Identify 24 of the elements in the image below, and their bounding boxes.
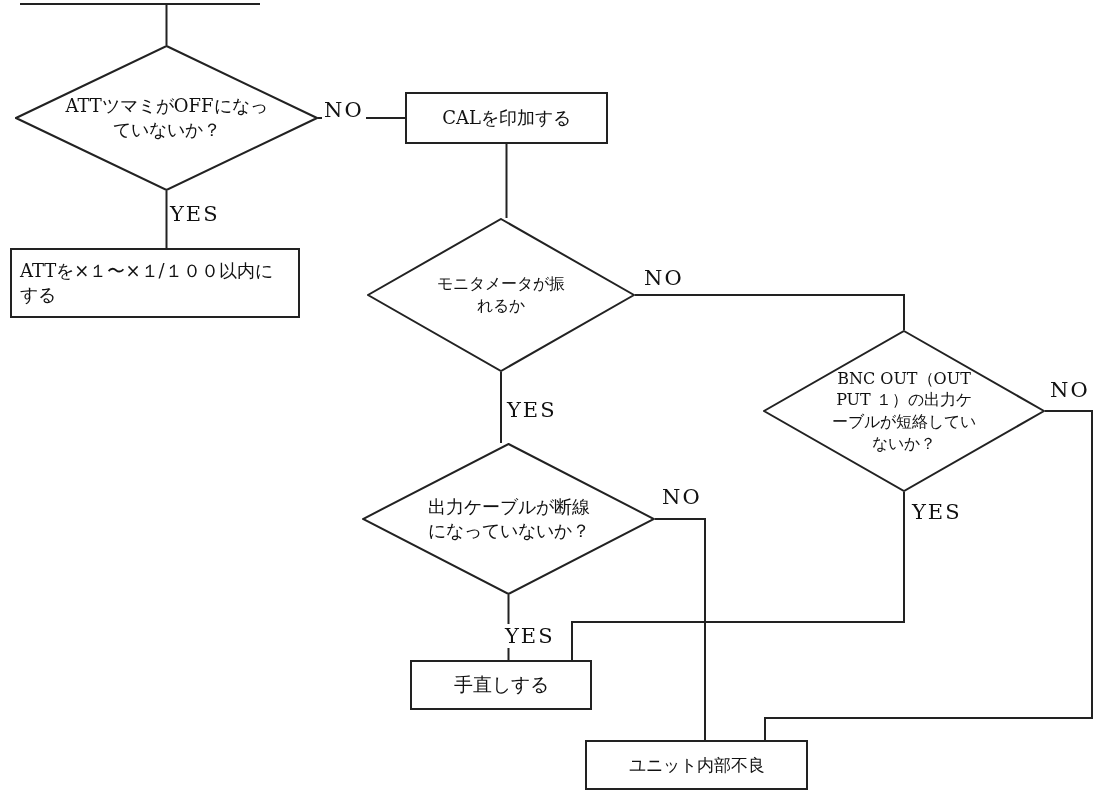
process-box: [405, 92, 608, 144]
connector-line: [654, 518, 706, 741]
question-text: BNC OUT（OUT PUT １）の出力ケーブルが短絡していないか？: [831, 367, 977, 455]
question-text: モニタメータが振れるか: [436, 273, 566, 317]
step-text: CALを印加する: [441, 105, 572, 130]
process-box: [410, 660, 592, 710]
connector-line: [764, 410, 1093, 741]
step-text: 手直しする: [452, 672, 550, 698]
decision-diamond: [367, 218, 635, 372]
connector-line: [165, 190, 168, 249]
decision-diamond: [362, 443, 655, 595]
decision-diamond: [15, 45, 318, 191]
step-text: ユニット内部不良: [627, 753, 766, 777]
question-text: 出力ケーブルが断線になっていないか？: [426, 494, 591, 543]
connector-line: [571, 491, 905, 661]
process-box: [585, 740, 808, 790]
question-text: ATTツマミがOFFになっていないか？: [64, 93, 269, 142]
connector-line: [634, 294, 905, 331]
connector-line: [505, 143, 508, 219]
process-box: [10, 248, 300, 318]
step-text: ATTを×１〜×１/１００以内にする: [20, 258, 274, 307]
decision-diamond: [763, 330, 1045, 492]
connector-line: [19, 3, 261, 46]
connector-line: [500, 371, 502, 444]
